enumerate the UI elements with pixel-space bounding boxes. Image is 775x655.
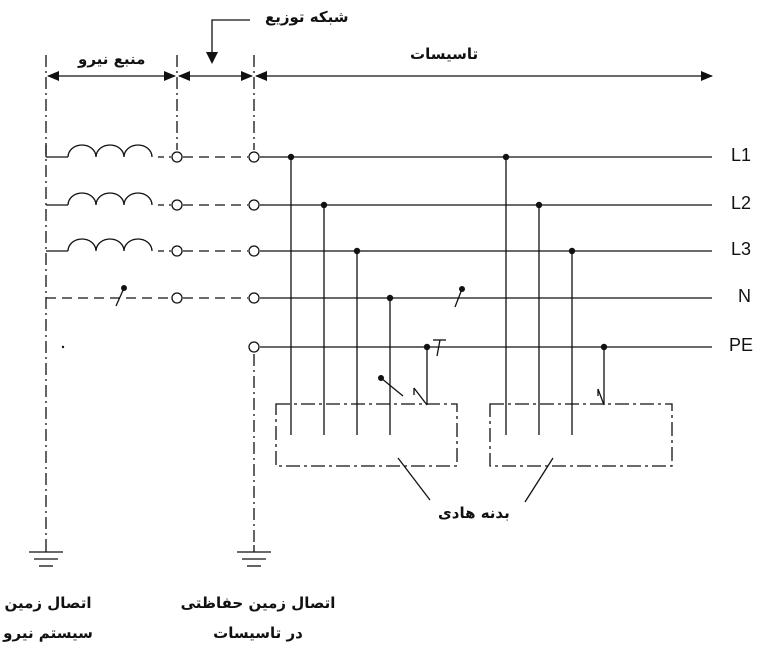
conductive-body-left [276, 404, 457, 466]
label-n: N [738, 286, 751, 306]
label-conductive-body: بدنه هادی [438, 504, 510, 522]
network-terminal-n [171, 292, 183, 304]
source-earth-icon [29, 545, 63, 566]
label-l1: L1 [731, 145, 752, 165]
caption-source-earth-line2: سیستم نیرو [3, 624, 93, 642]
label-l2: L2 [731, 193, 752, 213]
caption-protective-earth-line1: اتصال زمین حفاظتی [180, 594, 336, 612]
label-installation: تاسیسات [410, 45, 479, 63]
installation-terminal-l1 [248, 151, 260, 163]
conductive-body-callout-left [398, 458, 430, 500]
network-terminal-l3 [171, 245, 183, 257]
installation-terminal-pe [248, 341, 260, 353]
label-network: شبکه توزیع [265, 8, 349, 26]
caption-protective-earth: اتصال زمین حفاظتی در تاسیسات [168, 588, 348, 648]
source-neutral-switch-icon [116, 288, 124, 306]
conductive-body-callout-right [525, 458, 553, 502]
neutral-switch-icon [455, 289, 462, 307]
pe-test-symbol-icon [433, 340, 446, 356]
label-l3: L3 [731, 239, 752, 259]
network-pointer-arrow [212, 20, 250, 62]
installation-terminal-n [248, 292, 260, 304]
caption-source-earth: اتصال زمین سیستم نیرو [0, 588, 96, 648]
source-coil-l3 [46, 239, 152, 251]
network-terminal-l1 [171, 151, 183, 163]
installation-terminal-l2 [248, 199, 260, 211]
installation-earth-icon [237, 545, 271, 566]
label-source: منبع نیرو [78, 50, 146, 68]
caption-protective-earth-line2: در تاسیسات [213, 624, 303, 642]
source-coil-l1 [46, 145, 152, 157]
conductive-body-right [490, 404, 672, 466]
source-coil-l2 [46, 193, 152, 205]
installation-terminal-l3 [248, 245, 260, 257]
label-pe: PE [729, 335, 754, 355]
caption-source-earth-line1: اتصال زمین [4, 594, 92, 612]
network-terminal-l2 [171, 199, 183, 211]
